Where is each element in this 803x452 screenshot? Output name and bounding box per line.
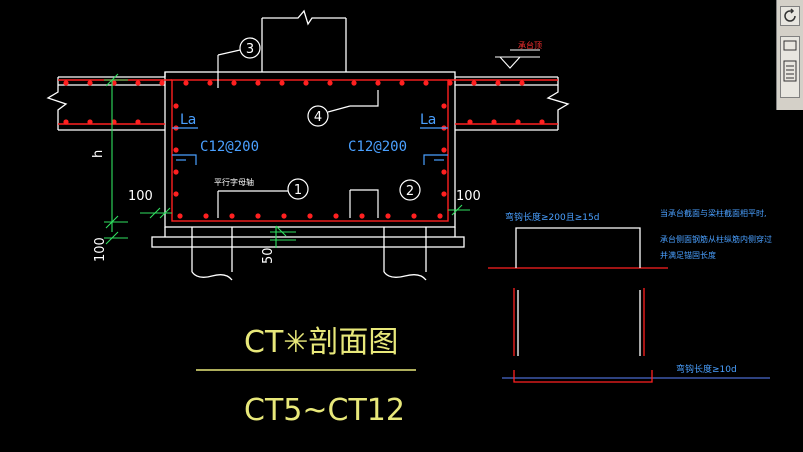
rebar-dot [495,80,501,86]
rebar-dots [63,80,545,219]
la-right-label: La [420,112,436,128]
rebar-dot [375,80,381,86]
rebar-dot [441,147,447,153]
la-left-label: La [180,112,196,128]
rebar-dot [173,169,179,175]
rebar-dot [135,119,141,125]
rebar-dot [111,119,117,125]
rebar-dot [231,80,237,86]
rebar-dot [229,213,235,219]
rebar-dot [441,169,447,175]
rebar-dot [471,80,477,86]
rebar-dot [63,119,69,125]
rebar-dot [351,80,357,86]
rebar-dot [441,103,447,109]
rebar-dot [173,147,179,153]
rebar-dot [281,213,287,219]
rebar-dot [255,213,261,219]
rebar-dot [307,213,313,219]
anchor-markers [172,127,448,165]
rebar-dot [491,119,497,125]
rebar-dot [255,80,261,86]
rebar-dot [423,80,429,86]
detail-bottom-label: 弯钩长度≥10d [676,363,737,375]
rebar-dot [159,80,165,86]
dim-100-right: 100 [456,189,481,204]
grade-mark-label: 承台顶 [518,40,542,50]
rebar-dot [519,80,525,86]
callout-4: 4 [314,110,322,125]
rebar-dot [63,80,69,86]
dimension-lines [104,73,470,248]
grade-mark-symbol [495,49,540,69]
detail-top-label: 弯钩长度≥200且≥15d [505,211,599,223]
rebar-dot [539,119,545,125]
rebar-dot [173,191,179,197]
callouts [239,37,421,201]
cad-toolbar [776,0,803,110]
detail-note-3: 并满足锚固长度 [660,250,716,260]
rebar-dot [135,80,141,86]
rebar-right-label: C12@200 [348,139,407,155]
rebar-dot [359,213,365,219]
rebar-dot [111,80,117,86]
rebar-dot [87,119,93,125]
rebar-left-label: C12@200 [200,139,259,155]
callout-1: 1 [294,183,302,198]
dim-h: h [91,150,106,158]
callout-3: 3 [246,42,254,57]
inner-hooks [217,49,379,218]
rebar-dot [327,80,333,86]
properties-icon[interactable] [780,36,800,98]
rebar-dot [447,80,453,86]
rebar-dot [173,103,179,109]
section-subtitle: CT5~CT12 [244,393,405,428]
dim-100-left: 100 [128,189,153,204]
detail-note-1: 当承台截面与梁柱截面相平时, [660,208,767,218]
section-title: CT✳剖面图 [244,325,398,360]
pile-right [383,227,427,281]
callout-2: 2 [406,184,414,199]
note-flat: 平行字母轴 [214,177,254,187]
dim-100-bottom: 100 [93,237,108,262]
rebar-dot [441,191,447,197]
rebar-dot [515,119,521,125]
rebar-dot [399,80,405,86]
dim-50: 50 [261,247,276,264]
right-beam [455,76,570,131]
rebar-dot [87,80,93,86]
rebar-dot [437,213,443,219]
rebar-dot [333,213,339,219]
rebar-dot [177,213,183,219]
column-stub [261,9,347,72]
pile-cap-outline [151,71,465,248]
rebar-dot [207,80,213,86]
refresh-icon[interactable] [780,6,800,26]
rebar-dot [183,80,189,86]
detail-note-2: 承台侧面钢筋从柱纵筋内侧穿过 [660,234,772,244]
rebar-dot [385,213,391,219]
rebar-dot [279,80,285,86]
rebar-dot [411,213,417,219]
rebar-dot [303,80,309,86]
pile-left [191,227,233,281]
detail-diagram [488,227,770,383]
rebar-dot [467,119,473,125]
rebar-dot [203,213,209,219]
